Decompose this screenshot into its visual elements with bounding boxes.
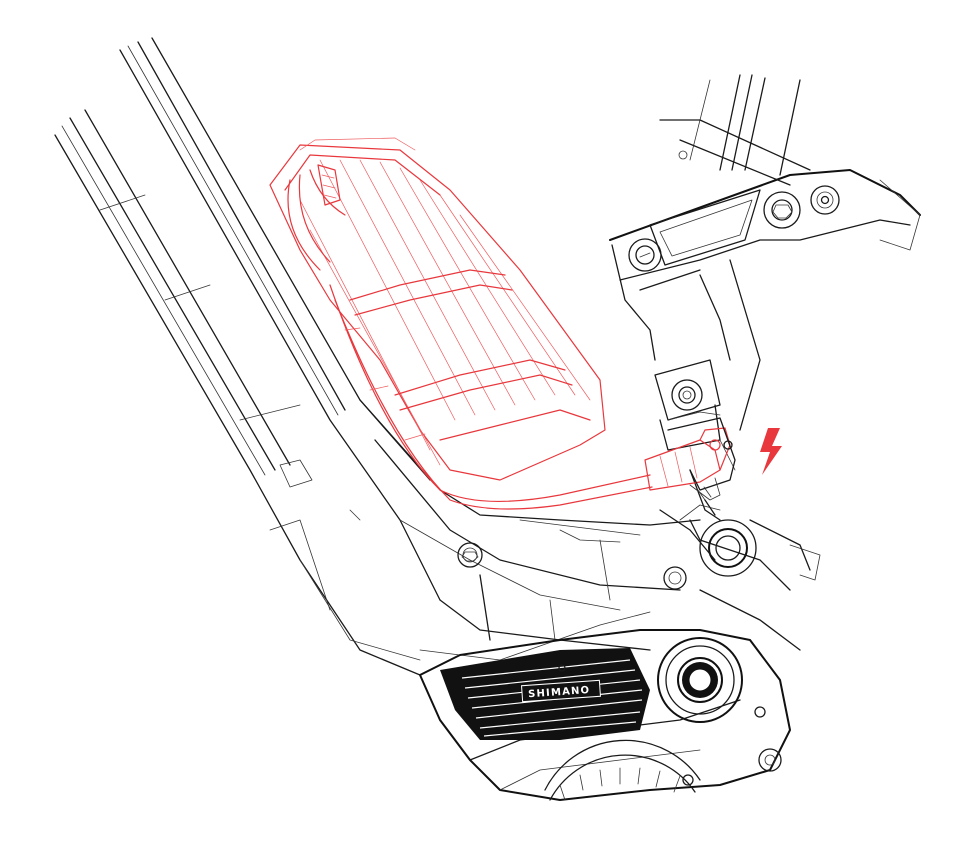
charging-port: [667, 417, 736, 516]
main-pivot: [659, 504, 821, 651]
motor-logo-text: SHIMANO: [528, 685, 591, 700]
battery-ribs: [299, 159, 591, 466]
slat-lines: [461, 659, 643, 737]
lightning-bolt-icon: [760, 428, 782, 475]
seat-tube-and-rocker: [609, 74, 921, 431]
frame-bottom-bracket-area: [359, 399, 701, 661]
chainring-teeth: [559, 767, 681, 801]
down-tube: [54, 37, 441, 676]
drive-unit-motor: SHIMANO: [419, 629, 791, 801]
battery-highlight: [269, 137, 731, 510]
shock-mount: [654, 359, 736, 521]
